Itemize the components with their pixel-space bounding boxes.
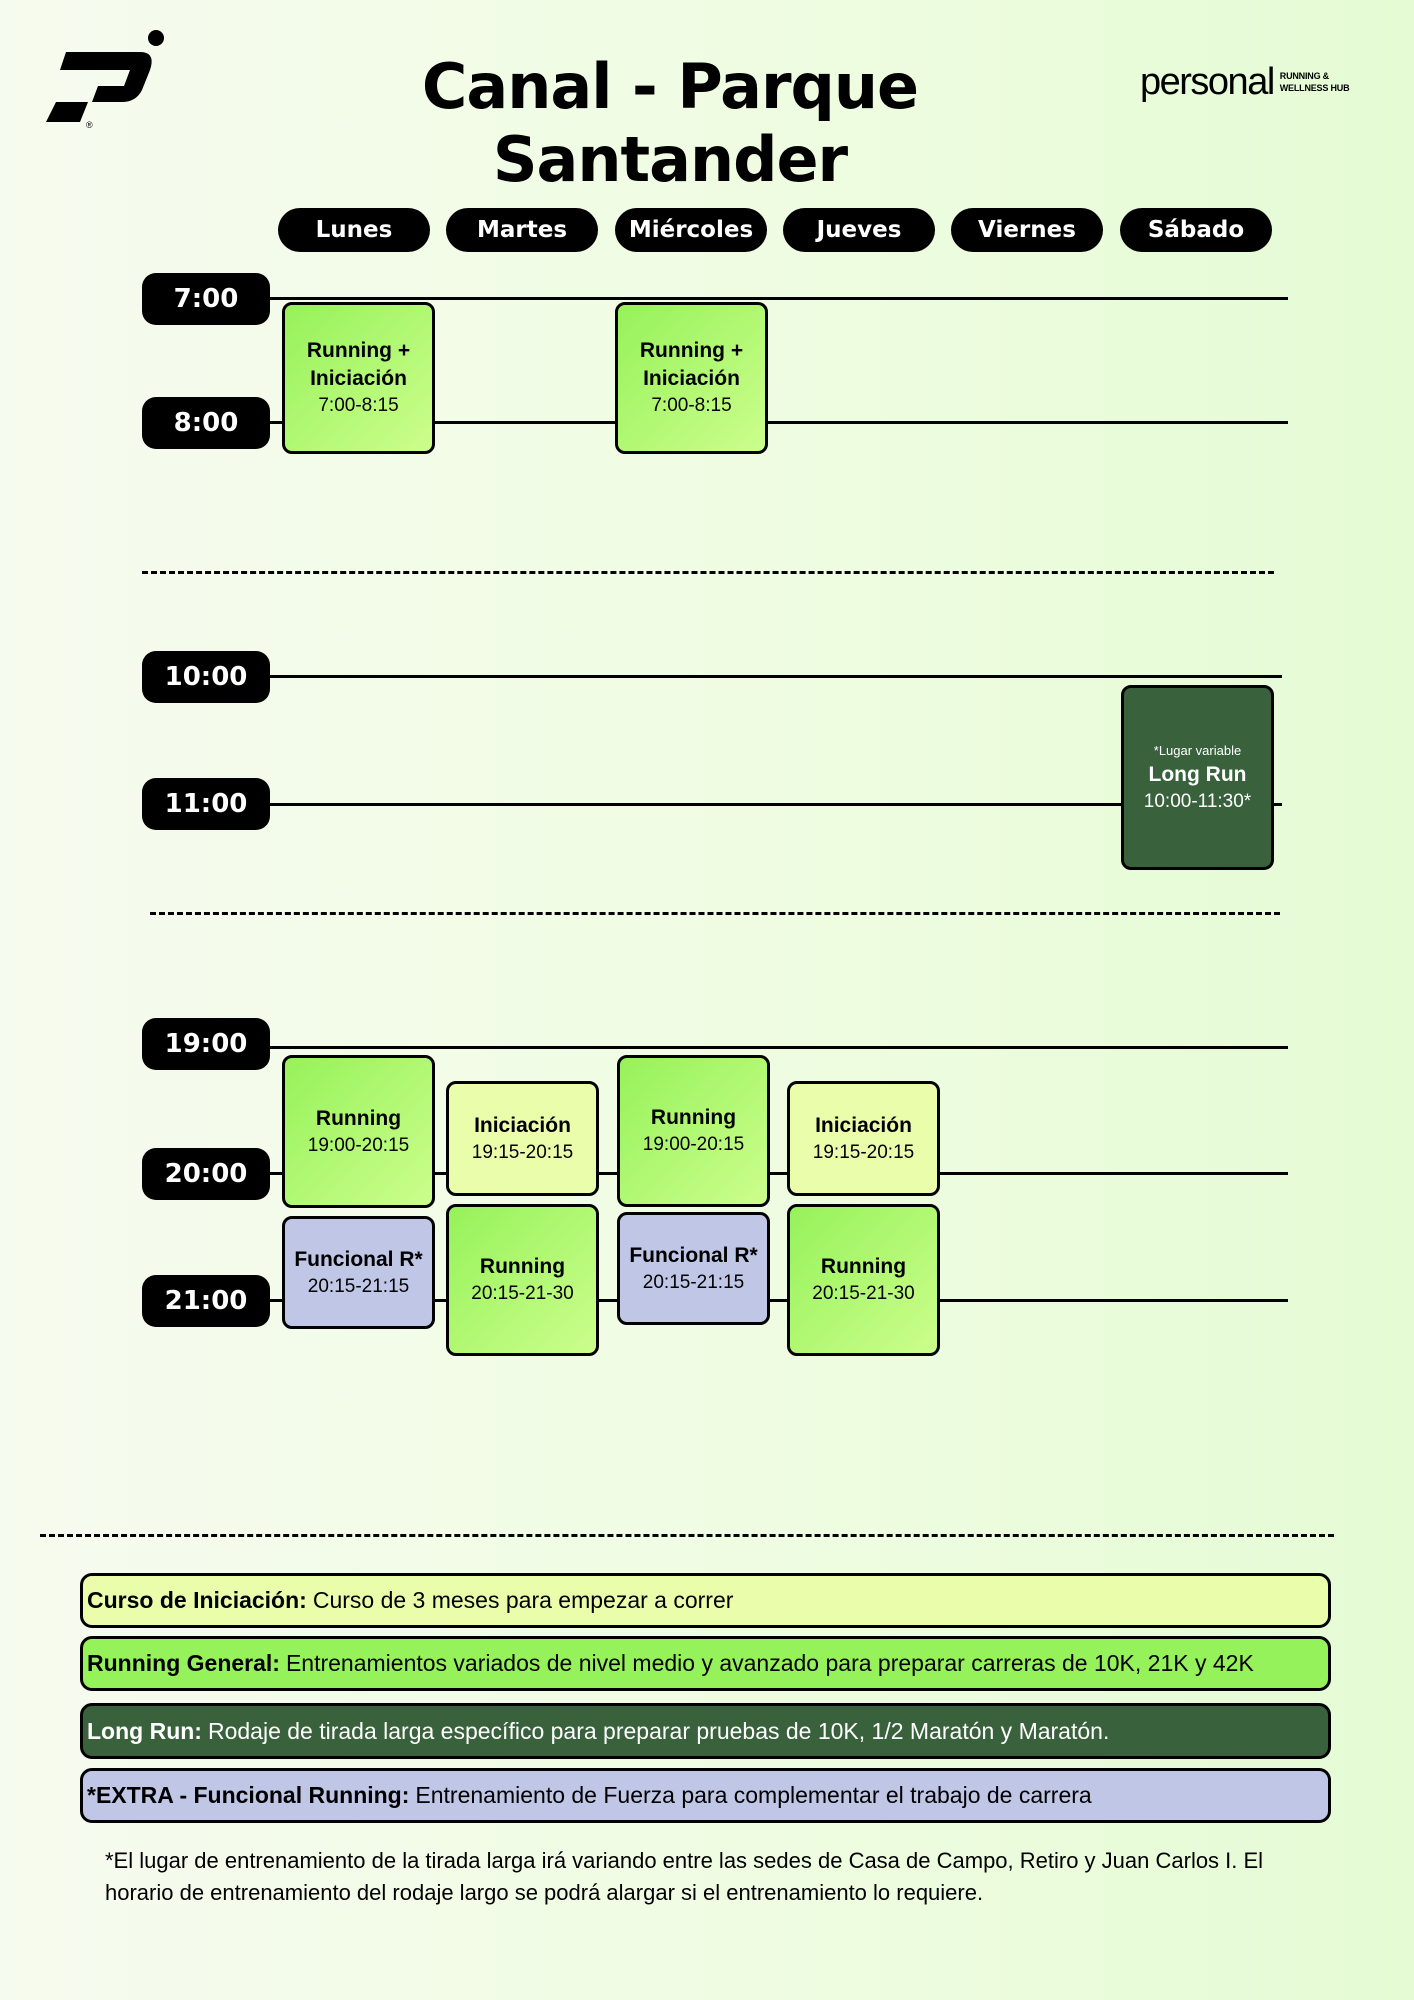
brand-wordmark: personal RUNNING & WELLNESS HUB — [1140, 58, 1350, 106]
session-mon-running[interactable]: Running 19:00-20:15 — [282, 1055, 435, 1208]
legend-term: Long Run: — [87, 1717, 202, 1744]
session-title-2: Iniciación — [310, 367, 407, 390]
brand-subtitle-line-2: WELLNESS HUB — [1279, 83, 1350, 93]
session-time: 7:00-8:15 — [651, 395, 732, 416]
session-wed-funcional[interactable]: Funcional R* 20:15-21:15 — [617, 1212, 770, 1325]
time-label-8: 8:00 — [142, 397, 270, 449]
svg-text:®: ® — [86, 120, 93, 130]
brand-logo-icon: ® — [46, 30, 164, 130]
session-time: 19:00-20:15 — [642, 1134, 745, 1155]
session-title: Funcional R* — [629, 1243, 758, 1267]
hour-line-10 — [200, 675, 1282, 678]
session-time: 20:15-21:15 — [307, 1275, 410, 1297]
session-thu-iniciacion[interactable]: Iniciación 19:15-20:15 — [787, 1081, 940, 1196]
legend-desc: Curso de 3 meses para empezar a correr — [312, 1587, 734, 1613]
session-sat-long-run[interactable]: *Lugar variable Long Run 10:00-11:30* — [1121, 685, 1274, 870]
time-label-19: 19:00 — [142, 1018, 270, 1070]
session-tue-iniciacion[interactable]: Iniciación 19:15-20:15 — [446, 1081, 599, 1196]
session-title: Long Run — [1148, 762, 1247, 786]
session-title: Running — [479, 1255, 566, 1278]
session-time: 20:15-21:15 — [642, 1271, 745, 1293]
session-tue-running[interactable]: Running 20:15-21-30 — [446, 1204, 599, 1356]
time-label-10: 10:00 — [142, 651, 270, 703]
day-header-miercoles: Miércoles — [615, 208, 767, 252]
session-title: Running + — [639, 339, 744, 362]
section-divider-3 — [40, 1534, 1334, 1537]
brand-subtitle-line-1: RUNNING & — [1279, 71, 1329, 81]
day-header-lunes: Lunes — [278, 208, 430, 252]
hour-line-19 — [200, 1046, 1288, 1049]
legend-desc: Entrenamiento de Fuerza para complementa… — [415, 1782, 1092, 1808]
section-divider-2 — [150, 912, 1280, 915]
day-header-sabado: Sábado — [1120, 208, 1272, 252]
legend-term: *EXTRA - Funcional Running: — [87, 1782, 410, 1808]
legend-desc: Rodaje de tirada larga específico para p… — [207, 1717, 1110, 1744]
legend-running-general: Running General:Entrenamientos variados … — [80, 1636, 1331, 1691]
legend-long-run: Long Run:Rodaje de tirada larga específi… — [80, 1703, 1331, 1759]
session-mon-funcional[interactable]: Funcional R* 20:15-21:15 — [282, 1216, 435, 1329]
time-label-7: 7:00 — [142, 273, 270, 325]
session-title: Running — [650, 1106, 737, 1129]
session-time: 10:00-11:30* — [1143, 790, 1252, 812]
session-time: 19:00-20:15 — [307, 1134, 410, 1156]
brand-subtitle: RUNNING & WELLNESS HUB — [1280, 70, 1350, 94]
hour-line-11 — [200, 803, 1282, 806]
session-wed-running-iniciacion[interactable]: Running + Iniciación 7:00-8:15 — [615, 302, 768, 454]
section-divider-1 — [142, 571, 1274, 574]
session-time: 20:15-21-30 — [471, 1283, 574, 1304]
legend-desc: Entrenamientos variados de nivel medio y… — [285, 1650, 1254, 1676]
session-time: 19:15-20:15 — [812, 1141, 915, 1163]
day-header-viernes: Viernes — [951, 208, 1103, 252]
legend-iniciacion: Curso de Iniciación:Curso de 3 meses par… — [80, 1573, 1331, 1628]
session-title: Running + — [306, 339, 411, 362]
session-note: *Lugar variable — [1153, 742, 1242, 758]
page-title: Canal - Parque Santander — [421, 50, 919, 196]
footnote: *El lugar de entrenamiento de la tirada … — [105, 1848, 1264, 1905]
legend-term: Running General: — [87, 1650, 280, 1676]
session-time: 19:15-20:15 — [471, 1141, 574, 1163]
session-mon-running-iniciacion[interactable]: Running + Iniciación 7:00-8:15 — [282, 302, 435, 454]
brand-word: personal — [1140, 60, 1275, 103]
day-header-martes: Martes — [446, 208, 598, 252]
legend-term: Curso de Iniciación: — [87, 1587, 307, 1613]
session-time: 20:15-21-30 — [812, 1283, 915, 1304]
time-label-21: 21:00 — [142, 1275, 270, 1327]
session-title: Funcional R* — [294, 1247, 423, 1271]
session-title-2: Iniciación — [643, 367, 740, 390]
time-label-11: 11:00 — [142, 778, 270, 830]
session-thu-running[interactable]: Running 20:15-21-30 — [787, 1204, 940, 1356]
session-wed-running[interactable]: Running 19:00-20:15 — [617, 1055, 770, 1207]
session-title: Running — [820, 1255, 907, 1278]
session-title: Iniciación — [815, 1113, 912, 1137]
session-title: Iniciación — [474, 1113, 571, 1137]
hour-line-7 — [200, 297, 1288, 300]
session-time: 7:00-8:15 — [318, 395, 399, 416]
time-label-20: 20:00 — [142, 1148, 270, 1200]
day-header-jueves: Jueves — [783, 208, 935, 252]
legend-funcional: *EXTRA - Funcional Running:Entrenamiento… — [80, 1768, 1331, 1823]
session-title: Running — [315, 1106, 402, 1130]
